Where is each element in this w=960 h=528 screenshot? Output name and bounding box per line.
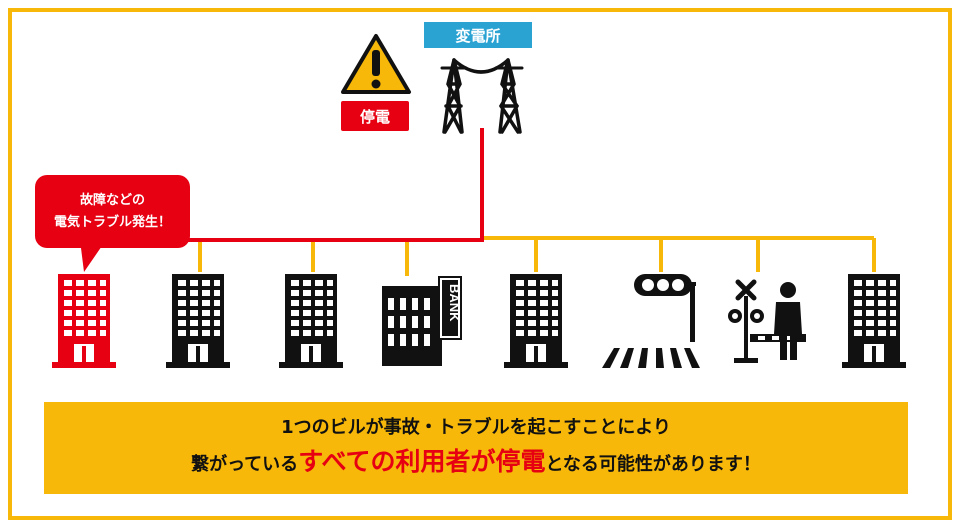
bubble-line-1: 故障などの [79,192,145,208]
building-icon [166,274,230,368]
message-prefix: 繋がっている [191,453,299,475]
building-icon [504,274,568,368]
outage-label: 停電 [341,101,409,131]
building-icon [279,274,343,368]
message-suffix: となる可能性があります！ [545,453,761,475]
warning-message-box: 1つのビルが事故・トラブルを起こすことにより 繋がっているすべての利用者が停電と… [44,402,908,494]
bank-sign: BANK [447,284,462,322]
message-line-2: 繋がっているすべての利用者が停電となる可能性があります！ [191,443,761,484]
substation-label: 変電所 [424,22,532,48]
speech-bubble-tail [80,240,106,272]
warning-icon [341,34,411,94]
fault-speech-bubble: 故障などの 電気トラブル発生！ [35,175,190,248]
bank-building-icon: BANK [382,276,462,366]
building-icon [842,274,906,368]
traffic-signal-icon [602,274,700,368]
transmission-tower-icon [440,58,524,134]
message-emphasis: すべての利用者が停電 [298,446,546,476]
bubble-line-2: 電気トラブル発生！ [53,214,171,230]
message-line-1: 1つのビルが事故・トラブルを起こすことにより [281,416,671,438]
faulty-building-icon [52,274,116,368]
railway-crossing-icon [728,279,806,363]
